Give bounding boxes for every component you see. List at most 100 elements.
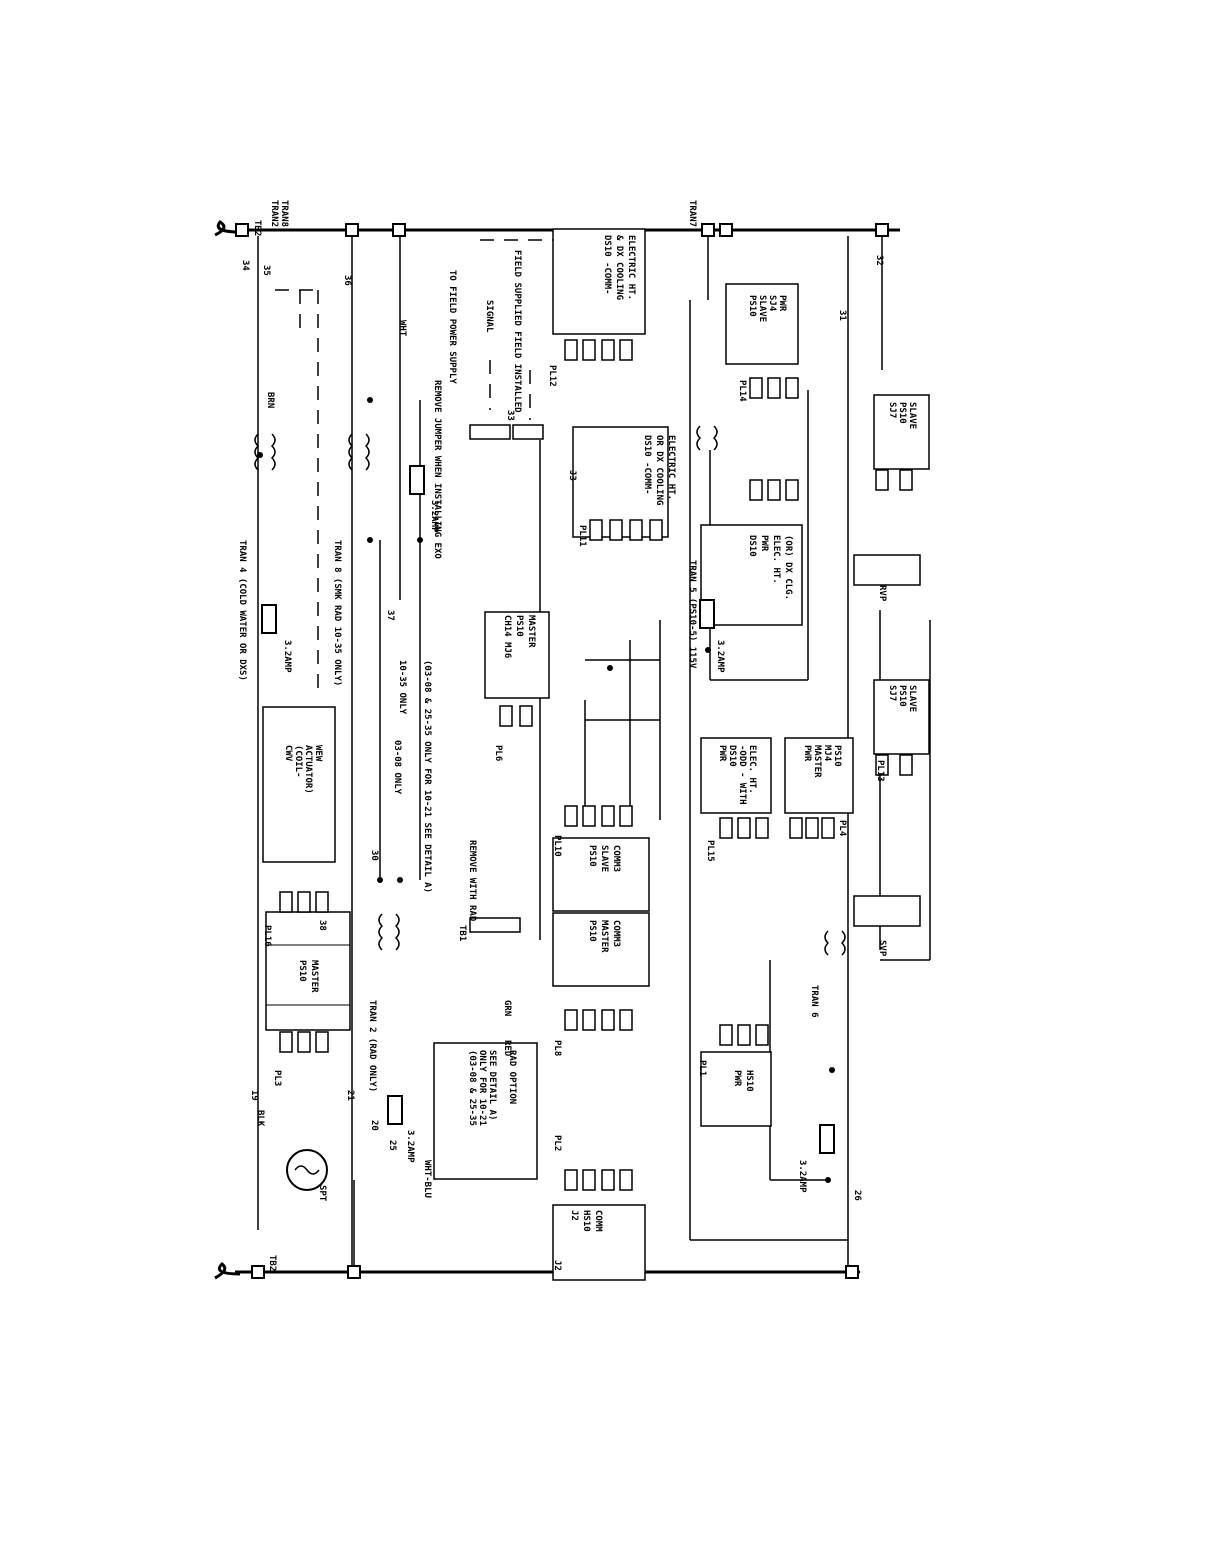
svg-text:BRN: BRN	[265, 392, 275, 408]
svg-text:3.2AMP: 3.2AMP	[282, 640, 292, 673]
svg-text:TO FIELD POWER SUPPLY: TO FIELD POWER SUPPLY	[447, 270, 457, 384]
ds10pwr-line-2: ELEC. HT.	[771, 535, 781, 584]
fuses	[261, 465, 835, 1154]
pl14-label: PL14	[737, 380, 747, 402]
pwrhs10-line-0: PWR	[732, 1070, 742, 1087]
svg-text:REMOVE JUMPER WHEN INSTALLING: REMOVE JUMPER WHEN INSTALLING EXO	[432, 380, 442, 559]
wire-color-brn-1: BRN	[265, 392, 275, 408]
cwv-line-0: CWV	[283, 745, 293, 762]
wire-color-wht-1: WHT	[397, 320, 407, 337]
cwv-line-3: WEW	[313, 745, 323, 762]
tb1-blocks	[469, 424, 544, 933]
cwv-line-2: ACTUATOR)	[303, 745, 313, 794]
box-sj7-slave-a: SJ7 PS10 SLAVE	[873, 679, 930, 755]
ps10s4-line-1: SLAVE	[757, 295, 767, 322]
pl1-label: PL1	[697, 1060, 707, 1076]
sj7b-line-0: SJ7	[887, 402, 897, 418]
wire-color-blk-1: BLK	[255, 1110, 265, 1127]
pl16-label: PL16	[262, 925, 272, 947]
pwrds10-line-3: ELEC. HT.	[747, 745, 757, 794]
ps10m-line-0: PS10	[297, 960, 307, 982]
wire-color-grn-1: GRN	[502, 1000, 512, 1016]
box-ps10-slave-sj4: PS10 SLAVE SJ4 PWR	[725, 283, 799, 365]
box-rad-option: RAD OPTION (03-08 & 25-35 ONLY FOR 10-21…	[433, 1042, 538, 1180]
box-ps10-slave-comm3: PS10 SLAVE COMM3	[552, 837, 650, 912]
svg-text:REMOVE WITH RAD: REMOVE WITH RAD	[467, 840, 477, 922]
note-remove-with-rad: REMOVE WITH RAD	[467, 840, 477, 922]
wire-35: 35	[261, 265, 271, 276]
j3-label: J3	[567, 470, 577, 481]
ds10pwr-line-1: PWR	[759, 535, 769, 552]
ps10s-line-1: SLAVE	[599, 845, 609, 872]
fuse-label-1: 3.2AMP	[282, 640, 292, 673]
svg-text:TRAN2: TRAN2	[269, 200, 279, 227]
tran2-full-label: TRAN 2 (RAD ONLY)	[367, 1000, 377, 1092]
fuse-label-2: 3.2AMP	[429, 500, 439, 533]
tran8-full-label: TRAN 8 (SMK RAD 10-35 ONLY)	[332, 540, 342, 686]
wire-color-red-1: RED	[502, 1040, 512, 1057]
pwrhs10-line-1: HS10	[744, 1070, 754, 1092]
svg-text:TB2: TB2	[252, 220, 262, 236]
ps10s-line-2: COMM3	[611, 845, 621, 872]
svg-text:WHT-BLU: WHT-BLU	[422, 1160, 432, 1198]
ps10s4-line-0: PS10	[747, 295, 757, 317]
box-ps10-master-top: PS10 MASTER	[265, 911, 351, 1031]
pwrmaster-line-0: PWR	[802, 745, 812, 762]
pl15-label: PL15	[705, 840, 715, 862]
svg-text:TRAN 4 (COLD WATER OR DXS): TRAN 4 (COLD WATER OR DXS)	[237, 540, 247, 681]
sj7a-line-1: PS10	[897, 685, 907, 707]
svg-text:WHT: WHT	[397, 320, 407, 337]
svp-label: SVP	[877, 940, 887, 957]
svg-text:TRAN 8 (SMK RAD 10-35 ONLY): TRAN 8 (SMK RAD 10-35 ONLY)	[332, 540, 342, 686]
svg-text:FIELD SUPPLIED FIELD INSTALLED: FIELD SUPPLIED FIELD INSTALLED	[512, 250, 522, 413]
wiring-diagram-rotated: CWV (COIL- ACTUATOR) WEW PS10 MASTER RAD…	[214, 200, 931, 1281]
dashed-field-wiring	[275, 239, 560, 690]
svg-text:SPT: SPT	[317, 1185, 327, 1202]
svg-text:GRN: GRN	[502, 1000, 512, 1016]
tb2-terminals-bottom	[251, 1265, 859, 1279]
wire-26: 26	[852, 1190, 862, 1201]
break-symbol-bottom	[214, 1262, 241, 1280]
wire-36: 36	[342, 275, 352, 286]
ps10mj6-line-0: CH14 MJ6	[502, 615, 512, 658]
svg-text:3.2AMP: 3.2AMP	[405, 1130, 415, 1163]
pl10-label: PL10	[552, 835, 562, 857]
ds10pwr-line-3: (OR) DX CLG.	[783, 535, 793, 600]
fuse-label-5: 3.2AMP	[797, 1160, 807, 1193]
ps10m2-line-1: MASTER	[599, 920, 609, 953]
ps10m2-line-0: PS10	[587, 920, 597, 942]
tran7-label: TRAN7	[687, 200, 697, 227]
ps10s4-line-2: SJ4	[767, 295, 777, 312]
svg-text:3.2AMP: 3.2AMP	[429, 500, 439, 533]
j2-label: J2	[552, 1260, 562, 1271]
j2ds10b-line-1: & DX COOLING	[614, 235, 624, 300]
j2hs10-line-1: HS10	[581, 1210, 591, 1232]
tran6-label: TRAN 6	[809, 985, 819, 1018]
svg-text:TRAN 6: TRAN 6	[809, 985, 819, 1018]
pwrmaster-line-1: MASTER	[812, 745, 822, 778]
box-pwr-hs10: PWR HS10	[700, 1051, 772, 1127]
rad-line-2: ONLY FOR 10-21	[477, 1050, 487, 1126]
svg-text:RED: RED	[502, 1040, 512, 1057]
tran4-label: TRAN 4 (COLD WATER OR DXS)	[237, 540, 247, 681]
tran5-label: TRAN 5 (PS10-5) 115V	[687, 560, 697, 669]
wire-color-whtblu-1: WHT-BLU	[422, 1160, 432, 1198]
j2hs10-line-2: COMM	[593, 1210, 603, 1232]
wire-25: 25	[387, 1140, 397, 1151]
wire-31: 31	[837, 310, 847, 321]
note-spt: SPT	[317, 1185, 327, 1202]
ps10m-line-1: MASTER	[309, 960, 319, 993]
note-detail-a: (03-08 & 25-35 ONLY FOR 10-21 SEE DETAIL…	[422, 660, 432, 893]
rvp-label: RVP	[877, 585, 887, 602]
j2ds10b-line-2: ELECTRIC HT.	[626, 235, 636, 300]
box-pwr-ds10: PWR DS10 -ODD - WITH ELEC. HT.	[700, 737, 772, 814]
wire-32: 32	[874, 255, 884, 266]
wire-21: 21	[345, 1090, 355, 1101]
fuse-label-3: 3.2AMP	[405, 1130, 415, 1163]
svg-text:TRAN7: TRAN7	[687, 200, 697, 227]
tran8-label: TRAN8	[279, 200, 289, 227]
note-signal: SIGNAL	[484, 300, 494, 333]
pl3-label: PL3	[272, 1070, 282, 1086]
